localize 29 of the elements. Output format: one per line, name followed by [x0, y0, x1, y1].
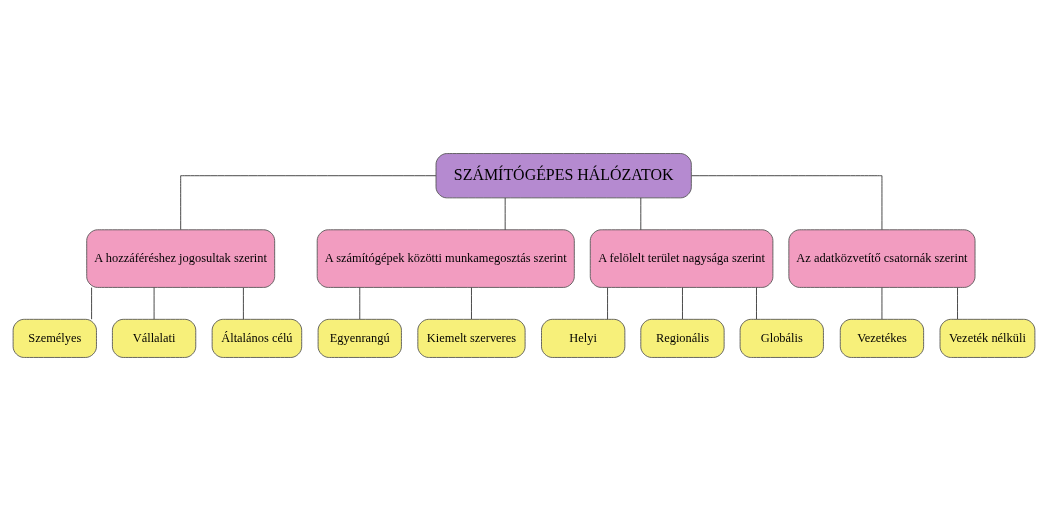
- connector: [504, 197, 506, 230]
- connector: [242, 286, 244, 320]
- node-box: Regionális: [640, 318, 725, 358]
- connector: [471, 286, 472, 320]
- node-box: A hozzáféréshez jogosultak szerint: [86, 228, 276, 288]
- node-box: A felölelt terület nagysága szerint: [589, 228, 774, 288]
- connector: [957, 286, 958, 320]
- connector: [640, 197, 642, 230]
- node-box: Általános célú: [211, 318, 303, 358]
- node-box: Az adatközvetítő csatornák szerint: [788, 228, 976, 288]
- node-box: Vállalati: [111, 318, 197, 358]
- node-box: Vezetékes: [839, 318, 925, 358]
- node-box: Helyi: [541, 318, 626, 358]
- connector: [359, 286, 361, 320]
- node-box: A számítógépek közötti munkamegosztás szerint: [316, 228, 575, 288]
- connector: [682, 286, 683, 320]
- connector: [180, 174, 437, 230]
- connector: [91, 286, 93, 320]
- node-box: Vezeték nélküli: [939, 318, 1036, 358]
- connector: [607, 286, 608, 320]
- connector: [881, 286, 883, 320]
- connector: [691, 174, 883, 230]
- connector: [153, 286, 155, 320]
- node-box: Kiemelt szerveres: [417, 318, 526, 358]
- connector: [756, 286, 757, 320]
- node-box: Egyenrangú: [317, 318, 402, 358]
- node-box: SZÁMÍTÓGÉPES HÁLÓZATOK: [435, 152, 692, 198]
- node-box: Globális: [739, 318, 824, 358]
- node-box: Személyes: [12, 318, 97, 358]
